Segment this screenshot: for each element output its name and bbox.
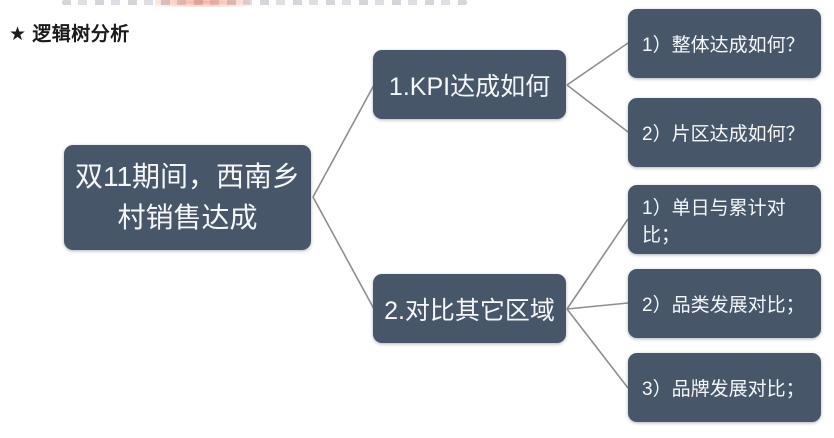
connector-root-branch2 [312,196,375,310]
tree-leaf-category-development: 2）品类发展对比； [628,269,821,338]
tree-leaf-brand-development: 3）品牌发展对比； [628,353,821,422]
red-marker-stroke [155,0,250,7]
section-title: ★ 逻辑树分析 [9,24,130,45]
connector-branch2-leaf2 [566,302,629,310]
tree-leaf-district-achievement: 2）片区达成如何？ [628,98,821,167]
connector-branch1-leaf2 [566,84,629,133]
tree-root-node: 双11期间，西南乡村销售达成 [64,145,311,250]
connector-branch2-leaf3 [566,308,629,389]
tree-branch-kpi-node: 1.KPI达成如何 [373,50,566,119]
connector-branch1-leaf1 [566,42,629,86]
tree-leaf-daily-vs-cumulative: 1）单日与累计对比； [628,185,821,254]
tree-leaf-overall-achievement: 1）整体达成如何？ [628,9,821,78]
tree-branch-compare-node: 2.对比其它区域 [373,274,566,343]
connector-branch2-leaf1 [566,218,629,310]
cropped-text-fragment [62,0,467,5]
connector-root-branch1 [312,84,375,198]
